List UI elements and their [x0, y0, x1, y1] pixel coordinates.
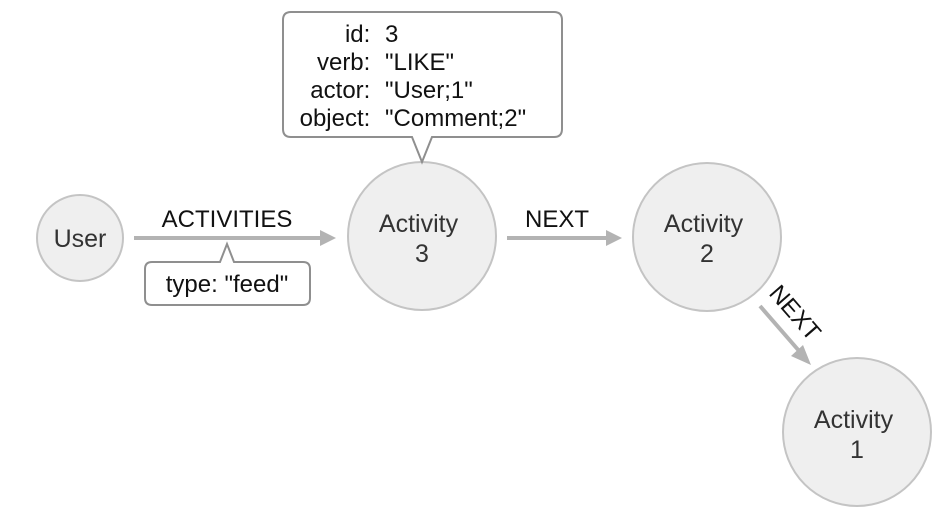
activities-property-callout: type: "feed": [144, 241, 311, 306]
edge-activities: ACTIVITIES: [134, 206, 336, 246]
node-activity-3-label: Activity 3: [379, 210, 465, 268]
node-activity-2-label-line2: 2: [700, 240, 714, 268]
property-key-verb: verb:: [317, 49, 370, 76]
node-activity-1-label-line1: Activity: [814, 406, 894, 434]
edge-activities-label: ACTIVITIES: [162, 206, 293, 233]
property-value-object: "Comment;2": [385, 105, 526, 132]
node-activity-2-label-line1: Activity: [664, 210, 744, 238]
node-activity-3-label-line2: 3: [415, 240, 429, 268]
edge-next-2-to-1-line: [758, 304, 802, 354]
property-key-id: id:: [345, 21, 370, 48]
node-activity-2-circle: [632, 162, 782, 312]
edge-next-2-to-1-label: NEXT: [763, 280, 826, 346]
node-user-label: User: [54, 225, 107, 253]
node-activity-2-label: Activity 2: [664, 210, 750, 268]
node-activity-1-label: Activity 1: [814, 406, 900, 464]
property-value-verb: "LIKE": [385, 49, 454, 76]
activity-3-property-callout: id: 3 verb: "LIKE" actor: "User;1" objec…: [282, 11, 563, 165]
node-activity-2[interactable]: Activity 2: [632, 162, 782, 312]
edge-activities-arrowhead: [320, 230, 336, 246]
property-key-actor: actor:: [310, 77, 370, 104]
node-user-circle: [36, 194, 124, 282]
edge-next-3-to-2-arrowhead: [606, 230, 622, 246]
node-user[interactable]: User: [36, 194, 124, 282]
node-activity-3-label-line1: Activity: [379, 210, 459, 238]
property-value-actor: "User;1": [385, 77, 473, 104]
activities-property-value: "feed": [224, 271, 288, 298]
edge-next-2-to-1: NEXT: [758, 280, 826, 365]
activities-property-box: [144, 241, 311, 306]
activities-property-key: type:: [166, 271, 218, 298]
edge-next-2-to-1-arrowhead: [791, 345, 811, 365]
edge-next-3-to-2-label: NEXT: [525, 206, 589, 233]
activity-3-properties-text: id: 3 verb: "LIKE" actor: "User;1" objec…: [300, 21, 526, 132]
activities-property-text: type: "feed": [166, 271, 288, 298]
edge-next-3-to-2: NEXT: [507, 206, 622, 246]
node-activity-1[interactable]: Activity 1: [782, 357, 932, 507]
activity-3-property-box: [282, 11, 563, 165]
node-activity-1-circle: [782, 357, 932, 507]
property-value-id: 3: [385, 21, 398, 48]
property-key-object: object:: [300, 105, 371, 132]
node-activity-3[interactable]: Activity 3: [347, 161, 497, 311]
node-activity-1-label-line2: 1: [850, 436, 864, 464]
